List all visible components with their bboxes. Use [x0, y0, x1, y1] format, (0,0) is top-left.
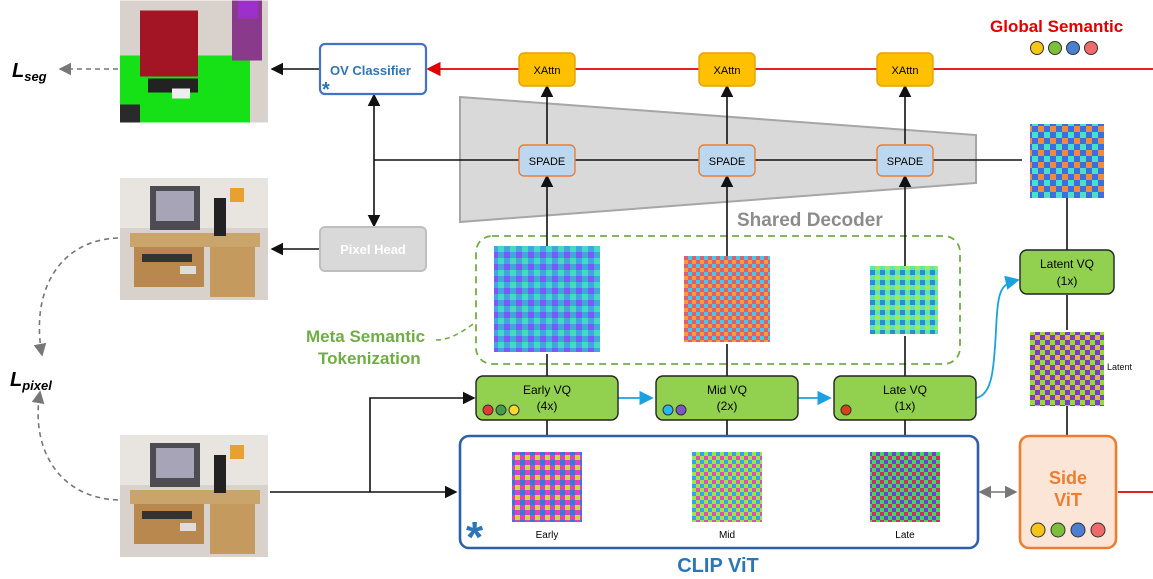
ov-classifier-label: OV Classifier: [330, 63, 411, 78]
late-vq-factor: (1x): [895, 399, 916, 413]
late-token-map: [870, 266, 938, 334]
clip-frozen-mark: *: [466, 513, 484, 562]
global-semantic-label: Global Semantic: [990, 17, 1123, 36]
shared-decoder-label: Shared Decoder: [737, 210, 883, 231]
clip-late-map: [870, 452, 940, 522]
meta-semantic-pointer: [435, 321, 477, 341]
xattn-block-3: XAttn: [876, 52, 934, 87]
late-vq-tokens: [840, 404, 852, 416]
late-vq-block: Late VQ (1x): [833, 375, 977, 421]
clip-stage-mid: Mid: [719, 530, 735, 541]
meta-semantic-label-1: Meta Semantic: [306, 327, 425, 346]
side-vit-label-2: ViT: [1054, 490, 1082, 510]
clip-early-map: [512, 452, 582, 522]
early-token-3: [508, 404, 520, 416]
side-vit-block: Side ViT: [1018, 434, 1118, 550]
pixel-loss-symbol: Lpixel: [10, 369, 52, 393]
clip-stage-late: Late: [895, 530, 915, 541]
segmentation-output-image: [120, 0, 268, 123]
side-token-2: [1050, 522, 1066, 538]
ov-trainable-mark: *: [322, 79, 330, 101]
meta-semantic-region: [475, 235, 961, 365]
side-token-4: [1090, 522, 1106, 538]
mid-vq-block: Mid VQ (2x): [655, 375, 799, 421]
spade-block-3: SPADE: [876, 144, 934, 177]
clip-mid-map: [692, 452, 762, 522]
latent-label: Latent: [1107, 362, 1133, 372]
mid-vq-factor: (2x): [717, 399, 738, 413]
clip-vit-label: CLIP ViT: [677, 555, 759, 577]
reconstructed-image: [120, 178, 268, 300]
input-to-pixel-loss-arrow: [31, 390, 119, 501]
spade-label-3: SPADE: [887, 156, 923, 168]
spade-block-1: SPADE: [518, 144, 576, 177]
global-token-4: [1084, 41, 1098, 55]
xattn-label-2: XAttn: [714, 65, 741, 77]
side-token-3: [1070, 522, 1086, 538]
meta-semantic-label-2: Tokenization: [318, 349, 421, 368]
latent-vq-factor: (1x): [1057, 274, 1078, 288]
spade-label-1: SPADE: [529, 156, 565, 168]
xattn-label-3: XAttn: [892, 65, 919, 77]
late-to-latent-vq-arrow: [975, 275, 1020, 399]
early-token-2: [495, 404, 507, 416]
seg-loss-symbol: Lseg: [12, 60, 47, 84]
latent-vq-name: Latent VQ: [1040, 257, 1094, 271]
decoded-latent-map: [1030, 124, 1104, 198]
pixel-head-label: Pixel Head: [340, 242, 406, 257]
global-token-3: [1066, 41, 1080, 55]
input-to-early-vq-arrow: [369, 391, 476, 492]
global-semantic-tokens: [1030, 41, 1098, 55]
input-image: [120, 435, 268, 557]
global-token-2: [1048, 41, 1062, 55]
spade-label-2: SPADE: [709, 156, 745, 168]
early-vq-factor: (4x): [537, 399, 558, 413]
global-token-1: [1030, 41, 1044, 55]
early-token-map: [494, 246, 600, 352]
xattn-block-2: XAttn: [698, 52, 756, 87]
side-vit-label-1: Side: [1049, 468, 1087, 488]
clip-vit-block: Early Mid Late *: [458, 434, 980, 562]
latent-vq-block: Latent VQ (1x): [1019, 249, 1115, 295]
recon-to-pixel-loss-arrow: [33, 237, 119, 357]
mid-token-1: [662, 404, 674, 416]
xattn-label-1: XAttn: [534, 65, 561, 77]
latent-map: [1030, 332, 1104, 406]
mid-token-map: [684, 256, 770, 342]
side-token-1: [1030, 522, 1046, 538]
ov-classifier-block: OV Classifier *: [318, 42, 428, 101]
early-vq-tokens: [482, 404, 520, 416]
spade-block-2: SPADE: [698, 144, 756, 177]
early-token-1: [482, 404, 494, 416]
side-vit-tokens: [1030, 522, 1106, 538]
late-token-1: [840, 404, 852, 416]
mid-vq-tokens: [662, 404, 687, 416]
early-vq-name: Early VQ: [523, 383, 571, 397]
clip-stage-early: Early: [536, 530, 559, 541]
late-vq-name: Late VQ: [883, 383, 927, 397]
mid-vq-name: Mid VQ: [707, 383, 747, 397]
mid-token-2: [675, 404, 687, 416]
early-vq-block: Early VQ (4x): [475, 375, 619, 421]
pixel-head-block: Pixel Head: [319, 226, 427, 272]
xattn-block-1: XAttn: [518, 52, 576, 87]
